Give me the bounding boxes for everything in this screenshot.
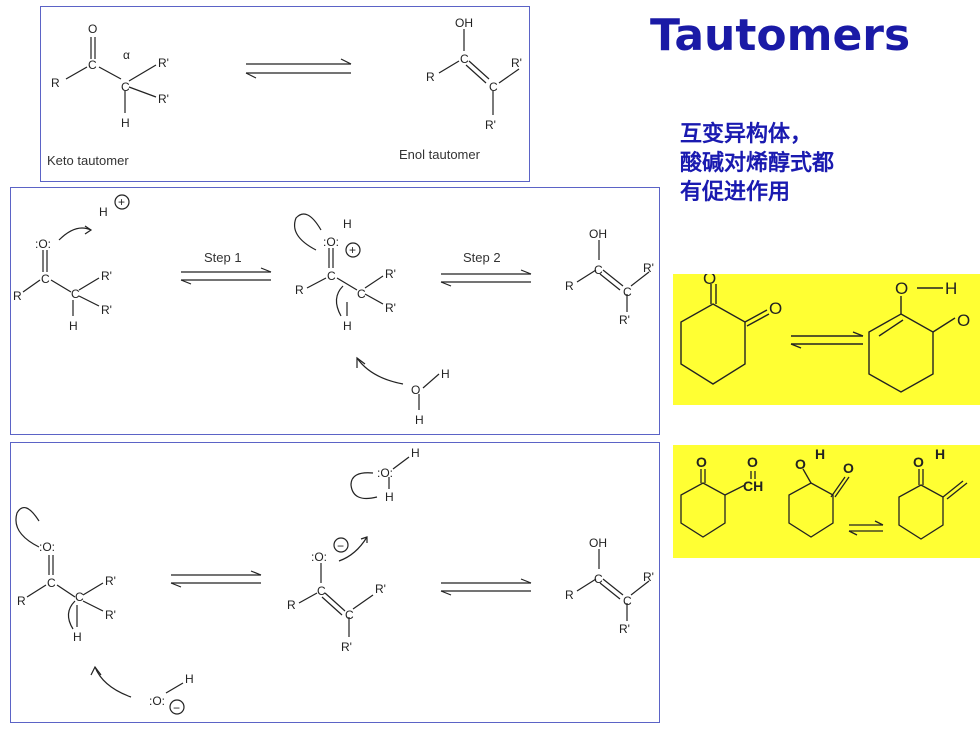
keto-oxygen: O	[88, 22, 97, 36]
water-hydrogen-2: H	[385, 490, 394, 504]
alpha-hydrogen: H	[69, 319, 78, 333]
enolate-carbon-2: C	[345, 608, 354, 622]
chinese-note-line-1: 互变异构体，	[680, 121, 813, 147]
keto-alpha-hydrogen: H	[121, 116, 130, 130]
acid-mechanism-diagram: :O: C R C R' R' H H + Step 1 :O: H + C R…	[13, 194, 654, 427]
rprime-2: R'	[105, 608, 116, 622]
enolate-rprime-2: R'	[341, 640, 352, 654]
enolate-r-group: R	[287, 598, 296, 612]
intermediate-rprime-2: R'	[385, 301, 396, 315]
diketone-highlight-box: O O O H O	[673, 274, 980, 405]
rprime-1: R'	[101, 269, 112, 283]
hydroxide-minus-charge: −	[173, 701, 180, 715]
alpha-label: α	[123, 48, 130, 62]
keto-rprime-2: R'	[158, 92, 169, 106]
enol-carbon-2: C	[489, 80, 498, 94]
ketone-oxygen: O	[696, 454, 707, 470]
keto-r-group: R	[51, 76, 60, 90]
water-hydrogen-2: H	[415, 413, 424, 427]
carbonyl-oxygen-lone-pairs: :O:	[35, 237, 51, 251]
step-2-label: Step 2	[463, 250, 501, 265]
water-hydrogen-1: H	[411, 446, 420, 460]
base-mechanism-diagram: :O: C R C R' R' H :O: H − :O: − C R C R'…	[15, 446, 654, 715]
product-r-group: R	[565, 588, 574, 602]
keto-tautomer-label: Keto tautomer	[47, 153, 129, 168]
product-hydroxyl: OH	[589, 536, 607, 550]
carbonyl-oxygen: O	[843, 460, 854, 476]
ketoaldehyde-tautomer-diagram: O O CH O H O O H	[680, 446, 968, 540]
alpha-hydrogen: H	[73, 630, 82, 644]
intermediate-alpha-hydrogen: H	[343, 319, 352, 333]
protonated-oxygen: :O:	[323, 235, 339, 249]
enolate-oxygen: :O:	[311, 550, 327, 564]
keto-enol-diagram: O C R C α R' R' H OH C R C R' R' Keto ta…	[47, 16, 522, 168]
keto-alpha-carbon: C	[121, 80, 130, 94]
enol-carbon-1: C	[460, 52, 469, 66]
proton-plus-charge: +	[118, 195, 125, 209]
rprime-1: R'	[105, 574, 116, 588]
enol-rprime-2: R'	[485, 118, 496, 132]
ketone-oxygen-2: O	[913, 454, 924, 470]
chinese-note-line-3: 有促进作用	[680, 179, 791, 205]
product-r-group: R	[565, 279, 574, 293]
enol-r-group: R	[426, 70, 435, 84]
enol-hydroxyl: OH	[455, 16, 473, 30]
enol-tautomer-label: Enol tautomer	[399, 147, 481, 162]
product-carbon-1: C	[594, 572, 603, 586]
aldehyde-oxygen: O	[747, 454, 758, 470]
water-oxygen: O	[411, 383, 420, 397]
ketone-oxygen-1: O	[703, 274, 716, 288]
slide-title: Tautomers	[650, 10, 911, 61]
enol-hydrogen-2: H	[935, 446, 945, 462]
product-hydroxyl: OH	[589, 227, 607, 241]
acid-catalyzed-panel: :O: C R C R' R' H H + Step 1 :O: H + C R…	[10, 187, 660, 435]
oxygen-hydrogen: H	[343, 217, 352, 231]
hydrogen-bonded-oxygen: O	[957, 311, 970, 330]
keto-rprime-1: R'	[158, 56, 169, 70]
product-rprime-1: R'	[643, 261, 654, 275]
chinese-note-line-2: 酸碱对烯醇式都	[680, 150, 835, 176]
ketoaldehyde-highlight-box: O O CH O H O O H	[673, 445, 980, 558]
keto-carbon: C	[88, 58, 97, 72]
product-rprime-1: R'	[643, 570, 654, 584]
enolate-rprime-1: R'	[375, 582, 386, 596]
carbonyl-carbon: C	[47, 576, 56, 590]
product-rprime-2: R'	[619, 313, 630, 327]
oxonium-plus-charge: +	[349, 243, 356, 257]
product-carbon-2: C	[623, 594, 632, 608]
base-catalyzed-panel: :O: C R C R' R' H :O: H − :O: − C R C R'…	[10, 442, 660, 723]
alpha-carbon: C	[75, 590, 84, 604]
ketone-oxygen-2: O	[769, 299, 782, 318]
r-group: R	[13, 289, 22, 303]
enol-oxygen: O	[895, 279, 908, 298]
keto-enol-panel: O C R C α R' R' H OH C R C R' R' Keto ta…	[40, 6, 530, 182]
enolate-minus-charge: −	[337, 539, 344, 553]
diketone-tautomer-diagram: O O O H O	[680, 274, 970, 393]
product-carbon-1: C	[594, 263, 603, 277]
intermediate-r-group: R	[295, 283, 304, 297]
product-rprime-2: R'	[619, 622, 630, 636]
aldehyde-ch: CH	[743, 478, 763, 494]
enol-oxygen: O	[795, 456, 806, 472]
step-1-label: Step 1	[204, 250, 242, 265]
carbonyl-oxygen-lone-pairs: :O:	[39, 540, 55, 554]
r-group: R	[17, 594, 26, 608]
hydroxide-hydrogen: H	[185, 672, 194, 686]
proton: H	[99, 205, 108, 219]
hydroxide-oxygen: :O:	[149, 694, 165, 708]
rprime-2: R'	[101, 303, 112, 317]
water-oxygen: :O:	[377, 466, 393, 480]
carbonyl-carbon: C	[41, 272, 50, 286]
enol-hydrogen-1: H	[815, 446, 825, 462]
enolate-carbon-1: C	[317, 584, 326, 598]
intermediate-alpha-carbon: C	[357, 287, 366, 301]
intermediate-carbonyl-carbon: C	[327, 269, 336, 283]
water-hydrogen-1: H	[441, 367, 450, 381]
enol-hydrogen: H	[945, 279, 957, 298]
intermediate-rprime-1: R'	[385, 267, 396, 281]
enol-rprime-1: R'	[511, 56, 522, 70]
chinese-note: 互变异构体， 酸碱对烯醇式都 有促进作用	[680, 120, 834, 207]
alpha-carbon: C	[71, 287, 80, 301]
product-carbon-2: C	[623, 285, 632, 299]
